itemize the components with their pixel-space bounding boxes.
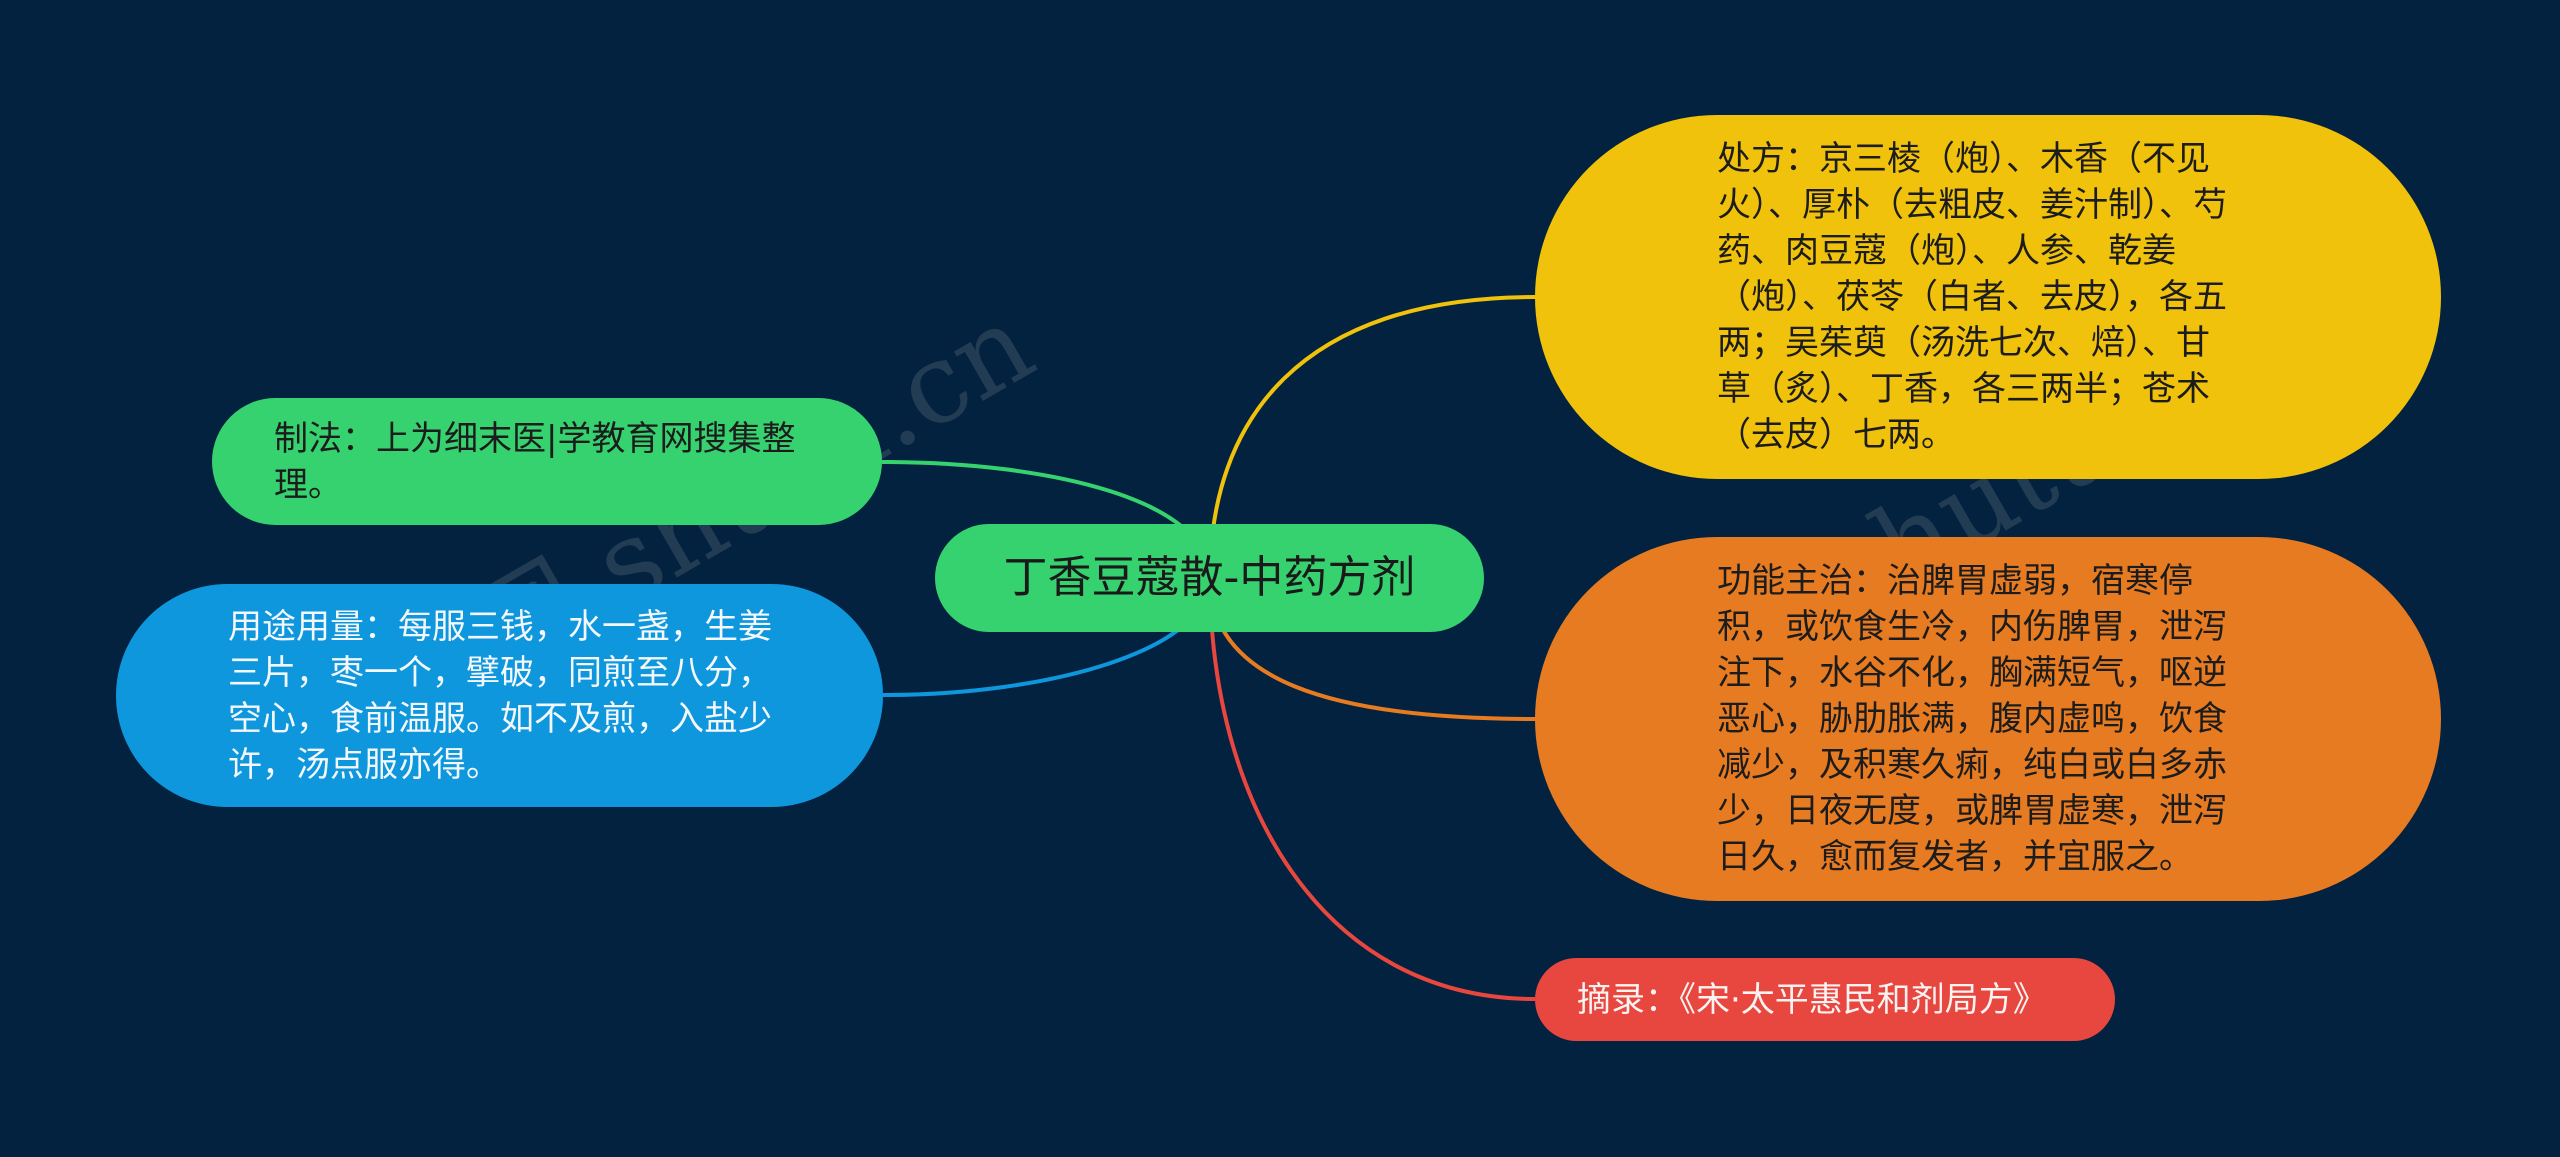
branch-node-prescription[interactable]: 处方：京三棱（炮）、木香（不见火）、厚朴（去粗皮、姜汁制）、芍药、肉豆蔻（炮）、… [1535,115,2441,479]
branch-node-source[interactable]: 摘录：《宋·太平惠民和剂局方》 [1535,958,2115,1041]
branch-node-usage[interactable]: 用途用量：每服三钱，水一盏，生姜三片，枣一个，擘破，同煎至八分，空心，食前温服。… [116,584,883,807]
link-prescription [1208,295,1536,579]
branch-label-source: 摘录：《宋·太平惠民和剂局方》 [1577,979,2047,1020]
branch-label-prescription: 处方：京三棱（炮）、木香（不见火）、厚朴（去粗皮、姜汁制）、芍药、肉豆蔻（炮）、… [1717,139,2227,455]
branch-label-usage: 用途用量：每服三钱，水一盏，生姜三片，枣一个，擘破，同煎至八分，空心，食前温服。… [228,606,772,785]
branch-label-function: 功能主治：治脾胃虚弱，宿寒停积，或饮食生冷，内伤脾胃，泄泻注下，水谷不化，胸满短… [1717,561,2227,877]
central-topic-label: 丁香豆蔻散-中药方剂 [1003,552,1416,603]
branch-node-method[interactable]: 制法：上为细末医|学教育网搜集整理。 [212,398,882,525]
branch-node-function[interactable]: 功能主治：治脾胃虚弱，宿寒停积，或饮食生冷，内伤脾胃，泄泻注下，水谷不化，胸满短… [1535,537,2441,901]
link-source [1208,577,1536,1001]
central-topic-node[interactable]: 丁香豆蔻散-中药方剂 [935,524,1484,632]
branch-label-method: 制法：上为细末医|学教育网搜集整理。 [274,418,796,505]
